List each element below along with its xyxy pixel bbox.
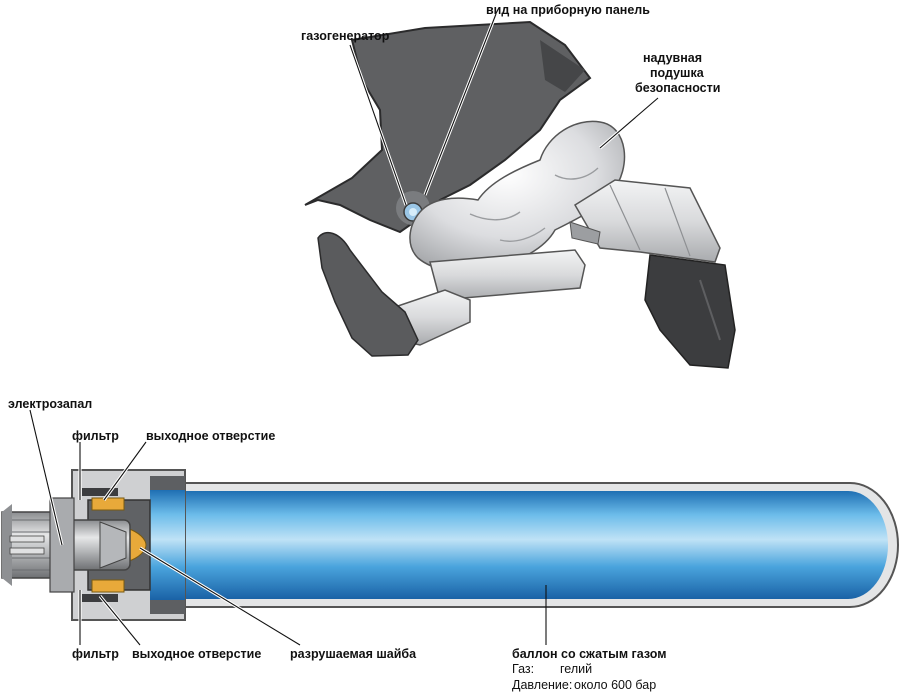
spec-pressure-label: Давление:	[512, 678, 572, 692]
label-airbag-1: надувная	[643, 51, 702, 65]
spec-pressure-value: около 600 бар	[574, 678, 656, 692]
label-gas-generator: газогенератор	[301, 29, 390, 43]
label-burst-disk: разрушаемая шайба	[290, 647, 417, 661]
outlet-hole-top	[82, 488, 118, 496]
label-instrument-view: вид на приборную панель	[486, 3, 650, 17]
label-airbag-3: безопасности	[635, 81, 720, 95]
connector-pin-1	[9, 535, 45, 543]
burst-disk	[125, 527, 147, 563]
top-leaders	[348, 13, 660, 206]
spec-gas-label: Газ:	[512, 662, 534, 676]
label-filter-top: фильтр	[72, 429, 119, 443]
label-igniter: электрозапал	[8, 397, 92, 411]
label-airbag-2: подушка	[650, 66, 705, 80]
torso-shape	[573, 179, 721, 263]
bottom-leaders	[28, 409, 547, 647]
shoe-shape	[317, 231, 419, 357]
label-cylinder: баллон со сжатым газом	[512, 647, 666, 661]
label-outlet-bottom: выходное отверстие	[132, 647, 261, 661]
label-outlet-top: выходное отверстие	[146, 429, 275, 443]
spec-gas-value: гелий	[560, 662, 592, 676]
seat-shape	[644, 254, 736, 369]
top-illustration	[304, 20, 736, 369]
inflator-cutaway	[1, 469, 899, 621]
label-filter-bottom: фильтр	[72, 647, 119, 661]
filter-top	[91, 497, 125, 511]
filter-bottom	[91, 579, 125, 593]
compressed-gas-cylinder	[150, 491, 888, 599]
connector-pin-2	[9, 547, 45, 555]
